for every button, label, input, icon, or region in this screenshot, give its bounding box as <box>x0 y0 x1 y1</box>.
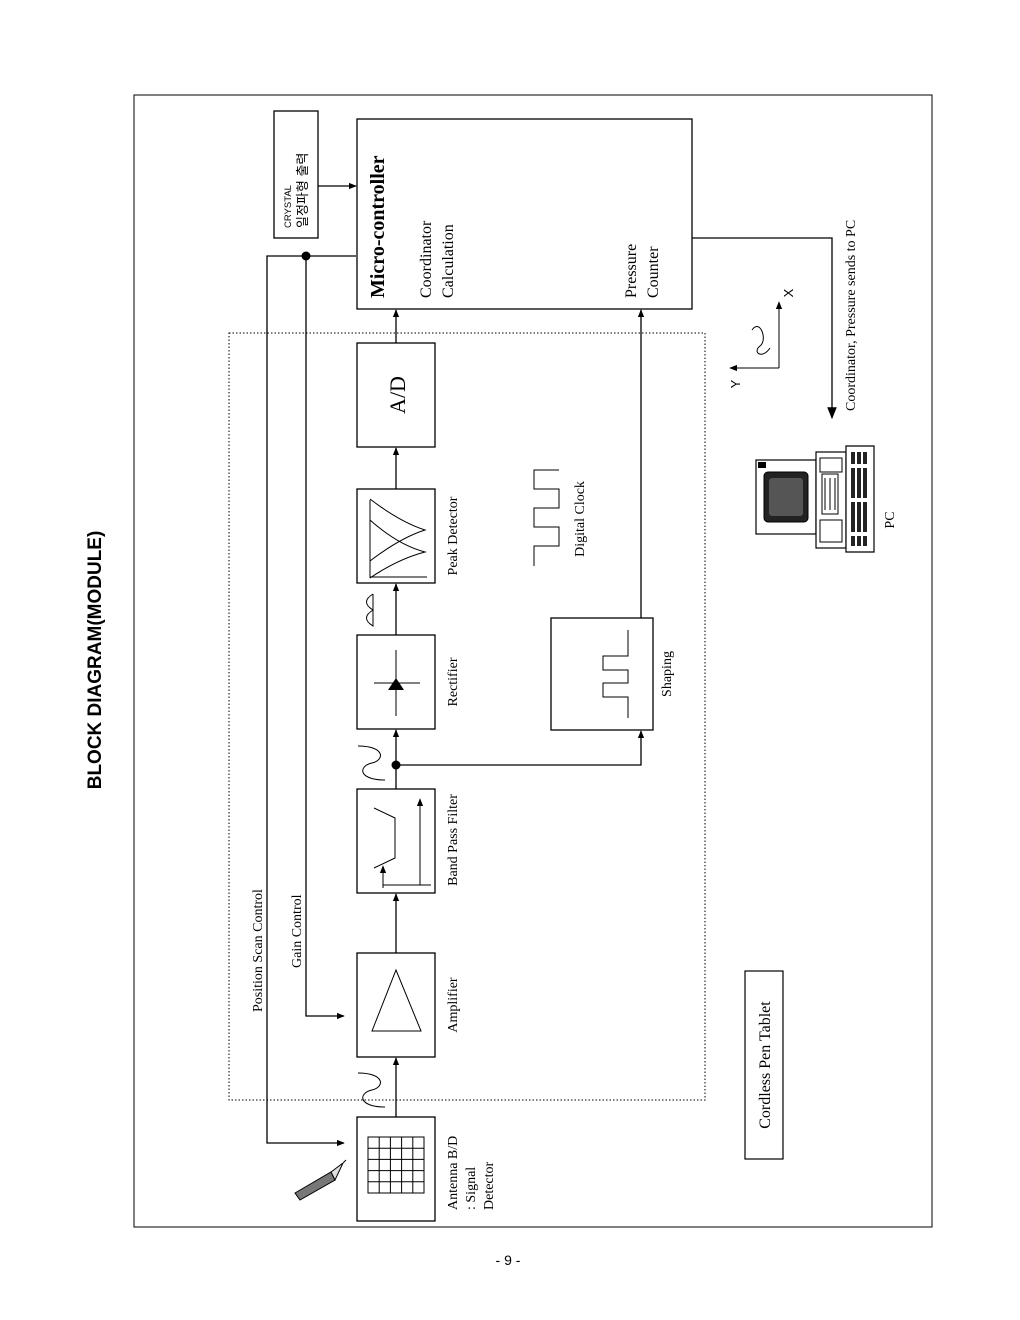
rectified-wave-icon <box>366 593 374 627</box>
antenna-block: Antenna B/D : Signal Detector <box>356 1116 497 1222</box>
amplifier-block: Amplifier <box>356 952 461 1058</box>
xy-axes-icon <box>729 301 783 372</box>
sine-wave-icon <box>357 1072 386 1108</box>
peak-detector-label: Peak Detector <box>446 496 461 575</box>
outer-frame <box>133 94 933 1228</box>
coordinator-pressure-label: Coordinator, Pressure sends to PC <box>844 220 859 411</box>
page-title: BLOCK DIAGRAM(MODULE) <box>85 531 106 790</box>
rectifier-label: Rectifier <box>446 657 461 706</box>
axis-y-label: Y <box>728 379 743 388</box>
triangle-icon <box>371 968 422 1032</box>
microcontroller-block: Micro-controller Coordinator Calculation… <box>356 118 693 310</box>
shaping-block: Shaping <box>550 617 675 731</box>
crystal-label: CRYSTAL <box>283 185 294 228</box>
position-scan-control-line <box>266 255 356 1147</box>
peak-detector-block: Peak Detector <box>356 488 461 584</box>
crystal-block: CRYSTAL 일정파형 출력 <box>273 110 319 239</box>
calculation-label: Calculation <box>440 224 457 298</box>
sine-wave-icon <box>357 745 386 781</box>
band-pass-filter-label: Band Pass Filter <box>446 794 461 886</box>
gain-control-line <box>305 256 345 1020</box>
diode-icon <box>374 650 420 716</box>
pressure-label: Pressure <box>623 244 640 298</box>
cordless-pen-tablet-box: Cordless Pen Tablet <box>744 970 784 1160</box>
digital-clock-icon <box>533 469 560 566</box>
digital-clock-label: Digital Clock <box>573 481 588 557</box>
pen-icon <box>294 1159 347 1201</box>
amplifier-label: Amplifier <box>446 977 461 1033</box>
band-pass-filter-block: Band Pass Filter <box>356 788 461 894</box>
antenna-label-line3: Detector <box>482 1161 497 1210</box>
module-boundary <box>228 332 706 1101</box>
position-scan-control-label: Position Scan Control <box>251 889 266 1012</box>
page-number: - 9 - <box>496 1252 521 1268</box>
cordless-pen-tablet-label: Cordless Pen Tablet <box>757 1001 774 1129</box>
pc-icon <box>755 445 875 553</box>
antenna-label-line2: : Signal <box>464 1167 479 1210</box>
counter-label: Counter <box>645 246 662 298</box>
coordinator-label: Coordinator <box>418 220 435 298</box>
gain-control-label: Gain Control <box>290 894 305 968</box>
axis-x-label: X <box>781 288 796 297</box>
rectifier-block: Rectifier <box>356 634 461 730</box>
branch-to-shaping-line <box>396 730 645 766</box>
shaping-label: Shaping <box>660 651 675 697</box>
pc-label: PC <box>883 511 898 528</box>
grid-icon <box>367 1136 425 1194</box>
mcu-to-pc-line <box>692 237 837 420</box>
crystal-korean-label: 일정파형 출력 <box>295 153 310 228</box>
antenna-label-line1: Antenna B/D <box>446 1136 461 1210</box>
microcontroller-title: Micro-controller <box>367 155 389 298</box>
ad-block: A/D <box>356 342 436 448</box>
square-wave-icon <box>602 630 629 718</box>
ad-label: A/D <box>385 376 410 414</box>
